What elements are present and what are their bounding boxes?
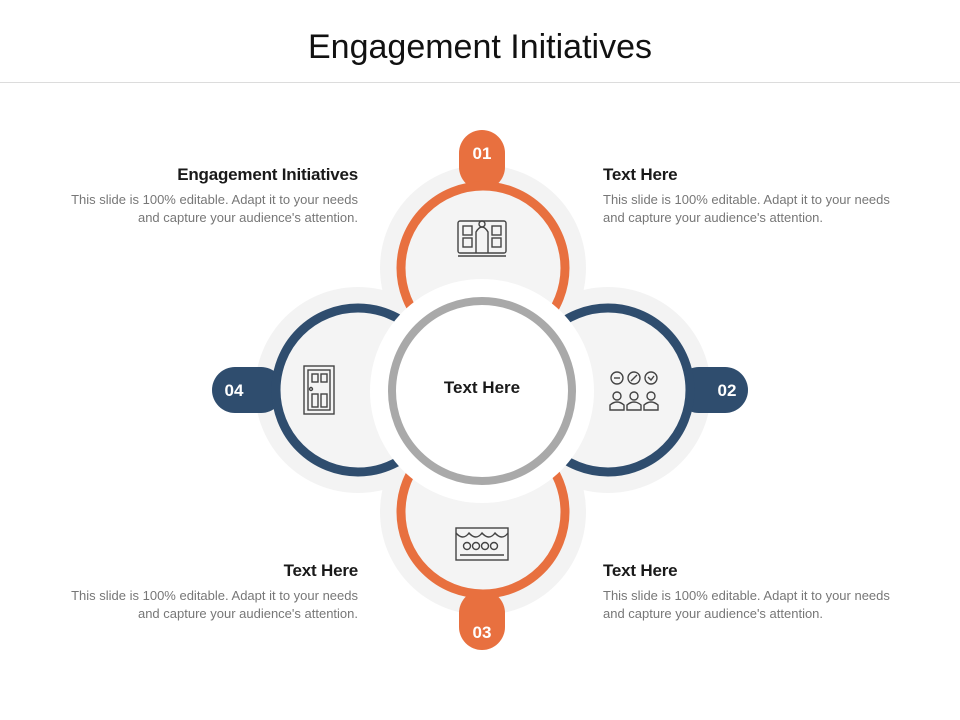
- block-heading: Text Here: [283, 561, 359, 580]
- center-hub: Text Here: [370, 279, 594, 503]
- block-body: This slide is 100% editable. Adapt it to…: [71, 192, 358, 225]
- block-body: This slide is 100% editable. Adapt it to…: [603, 192, 890, 225]
- node-03-pill: 03: [459, 590, 505, 650]
- block-body: This slide is 100% editable. Adapt it to…: [71, 588, 358, 621]
- text-block-bottom-left: Text Here This slide is 100% editable. A…: [58, 561, 358, 623]
- title-divider: [0, 82, 960, 83]
- center-label: Text Here: [444, 378, 520, 397]
- block-heading: Text Here: [603, 165, 678, 184]
- block-heading: Engagement Initiatives: [177, 165, 358, 184]
- text-block-top-right: Text Here This slide is 100% editable. A…: [603, 165, 903, 227]
- people-feedback-icon: [609, 371, 659, 411]
- building-panel-icon: [457, 220, 507, 257]
- node-04-number: 04: [225, 381, 244, 400]
- text-block-bottom-right: Text Here This slide is 100% editable. A…: [603, 561, 903, 623]
- node-04-pill: 04: [212, 367, 284, 413]
- theater-stage-icon: [455, 527, 509, 561]
- node-01-number: 01: [473, 144, 492, 163]
- block-body: This slide is 100% editable. Adapt it to…: [603, 588, 890, 621]
- node-02-number: 02: [718, 381, 737, 400]
- node-03-number: 03: [473, 623, 492, 642]
- text-block-top-left: Engagement Initiatives This slide is 100…: [58, 165, 358, 227]
- node-02-pill: 02: [676, 367, 748, 413]
- block-heading: Text Here: [603, 561, 678, 580]
- node-01-pill: 01: [459, 130, 505, 190]
- page-title: Engagement Initiatives: [308, 28, 652, 66]
- door-icon: [303, 365, 335, 415]
